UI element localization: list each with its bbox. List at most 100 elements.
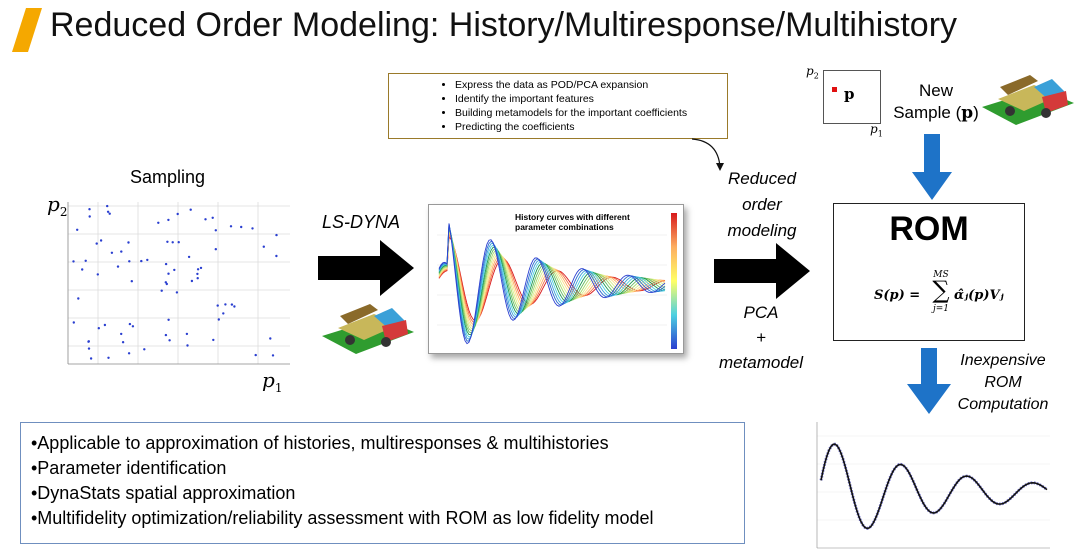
arrow-to-simulation xyxy=(318,240,414,296)
sample-point xyxy=(164,281,167,284)
sample-point xyxy=(176,212,179,216)
sampling-axis-p2: p2 xyxy=(47,192,68,219)
rom-formula-lhs: S(p) = xyxy=(874,288,921,303)
sample-point xyxy=(72,321,75,324)
vehicle-model-image-new xyxy=(982,75,1074,125)
history-curve xyxy=(438,223,666,345)
sample-point xyxy=(196,277,199,280)
history-curve xyxy=(438,231,666,325)
sample-point xyxy=(130,280,133,283)
sample-point xyxy=(157,221,160,224)
sample-point xyxy=(211,216,214,219)
sample-point xyxy=(77,297,80,300)
sample-point xyxy=(185,332,189,336)
sample-point xyxy=(224,303,227,306)
applications-bullet-box: •Applicable to approximation of historie… xyxy=(20,422,745,544)
application-bullet: •Parameter identification xyxy=(31,458,227,478)
sample-point xyxy=(128,322,132,326)
sample-point xyxy=(271,354,275,357)
sample-point xyxy=(116,265,120,268)
sample-point xyxy=(107,356,110,359)
sample-point xyxy=(127,352,131,355)
sample-point xyxy=(233,305,236,308)
sample-point xyxy=(196,272,199,276)
new-sample-parameter-box: p xyxy=(823,70,881,124)
sample-point xyxy=(96,273,99,276)
history-curve xyxy=(438,223,666,340)
sample-point xyxy=(251,227,254,230)
sample-point xyxy=(177,241,180,244)
rom-title: ROM xyxy=(889,210,969,248)
rom-box: ROM S(p) = MS ∑ j=1 α̂ⱼ(p)Vⱼ xyxy=(833,203,1025,341)
application-bullet: •Multifidelity optimization/reliability … xyxy=(31,508,654,528)
sample-point xyxy=(240,225,243,229)
application-bullet: •Applicable to approximation of historie… xyxy=(31,433,609,453)
sample-point xyxy=(106,204,109,208)
rom-sum-symbol: ∑ xyxy=(932,276,950,304)
sample-point xyxy=(160,289,163,292)
history-curve xyxy=(438,225,666,336)
rom-sum-lower: j=1 xyxy=(932,304,950,314)
sample-point xyxy=(121,341,125,344)
sample-point xyxy=(146,258,149,262)
sample-point xyxy=(216,304,219,307)
title-accent-bar xyxy=(12,8,42,52)
sample-point xyxy=(168,339,171,342)
sample-point xyxy=(84,259,87,262)
new-sample-point xyxy=(832,87,837,92)
sample-point xyxy=(81,268,84,271)
method-steps-callout: Express the data as POD/PCA expansion Id… xyxy=(388,73,728,139)
sample-point xyxy=(87,347,91,350)
sample-point xyxy=(87,340,90,343)
method-step: Building metamodels for the important co… xyxy=(455,106,727,120)
sample-point xyxy=(72,260,75,263)
new-sample-label: New Sample (p) xyxy=(893,81,979,123)
sample-point xyxy=(128,260,131,263)
history-curve xyxy=(438,223,666,342)
history-plot-caption: History curves with different parameter … xyxy=(515,212,645,232)
sample-point xyxy=(212,338,215,342)
new-sample-axis-p1: p1 xyxy=(870,122,883,139)
sample-point xyxy=(89,357,93,360)
vehicle-model-image xyxy=(322,304,414,354)
sample-point xyxy=(140,259,143,263)
sample-point xyxy=(99,239,103,242)
sample-point xyxy=(106,210,110,213)
sample-point xyxy=(131,325,135,328)
blue-arrow-to-rom xyxy=(912,134,952,200)
sample-point xyxy=(173,268,176,272)
sample-point xyxy=(254,353,257,357)
sample-point xyxy=(167,272,170,275)
sample-point xyxy=(175,291,179,294)
sample-point xyxy=(204,218,207,221)
sample-point xyxy=(217,318,220,321)
sample-point xyxy=(199,266,203,270)
sample-point xyxy=(167,218,170,222)
arrow-to-rom xyxy=(714,243,810,299)
sample-point xyxy=(76,228,79,231)
sample-point xyxy=(171,241,174,244)
sample-point xyxy=(196,268,200,271)
lsdyna-label: LS-DYNA xyxy=(322,212,401,232)
sample-point xyxy=(269,337,272,340)
sample-point xyxy=(262,245,265,248)
sampling-axis-p1: p1 xyxy=(262,368,283,395)
history-curve xyxy=(438,226,666,334)
sample-point xyxy=(230,303,234,306)
sample-point xyxy=(186,344,189,347)
method-step: Predicting the coefficients xyxy=(455,120,727,134)
sample-point xyxy=(275,254,278,258)
rom-sum-upper: MS xyxy=(933,270,949,280)
sample-point xyxy=(110,251,114,254)
history-curve xyxy=(438,224,666,338)
blue-arrow-to-output xyxy=(907,348,951,414)
application-bullet: •DynaStats spatial approximation xyxy=(31,483,296,503)
sample-point xyxy=(166,240,169,243)
sample-point xyxy=(189,208,192,211)
sample-point xyxy=(214,229,217,232)
sample-point xyxy=(222,312,225,315)
method-step: Express the data as POD/PCA expansion xyxy=(455,78,727,92)
sample-point xyxy=(120,250,123,253)
sample-point xyxy=(229,225,233,228)
